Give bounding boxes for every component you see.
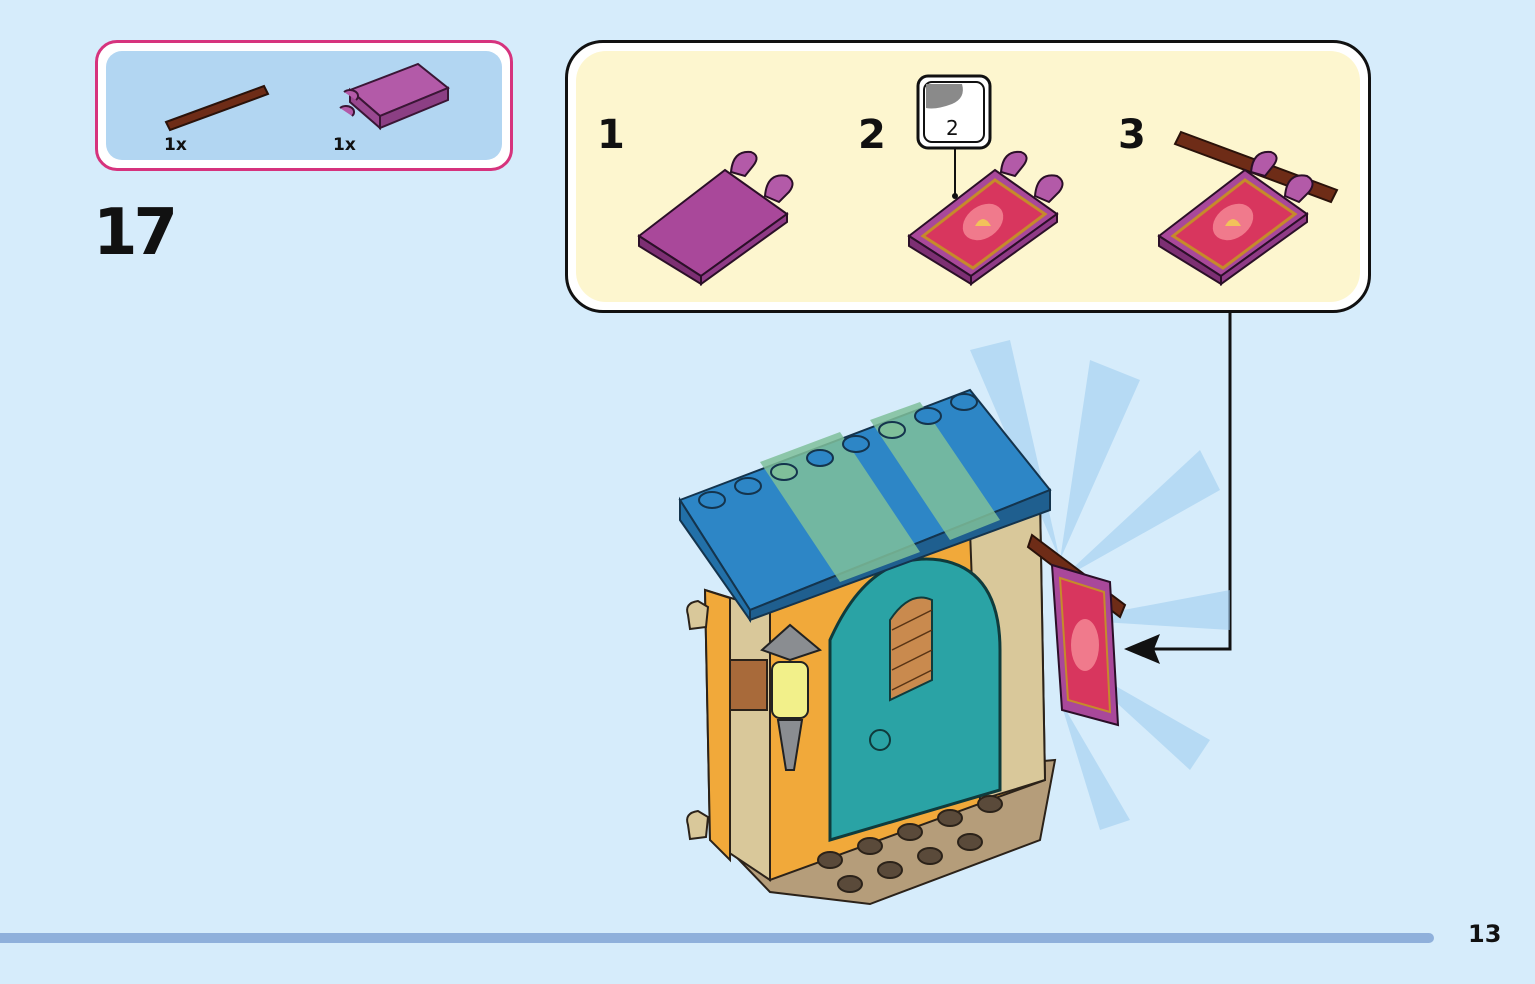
page-number: 13 (1468, 920, 1502, 948)
sticker-indicator-box (916, 74, 992, 150)
magenta-flag-tile-qty: 1x (333, 135, 356, 155)
step-number: 17 (93, 196, 178, 270)
brown-bar-part-icon (164, 84, 270, 132)
sub-step-3-tile-on-bar (1157, 130, 1339, 286)
main-build-model (678, 340, 1230, 906)
callout-arrow (1124, 312, 1232, 664)
sub-step-2-number: 2 (858, 112, 886, 158)
sub-step-1-flag-tile (637, 150, 794, 286)
sub-step-1-number: 1 (597, 112, 625, 158)
sticker-number: 2 (946, 116, 959, 140)
parts-list-box (95, 40, 513, 171)
sub-step-3-number: 3 (1118, 112, 1146, 158)
magenta-flag-tile-part-icon (339, 62, 450, 131)
page-footer-bar (0, 933, 1434, 943)
brown-bar-qty: 1x (164, 135, 187, 155)
sub-step-2-stickered-tile (907, 150, 1064, 286)
sticker-pointer-line (952, 148, 958, 199)
